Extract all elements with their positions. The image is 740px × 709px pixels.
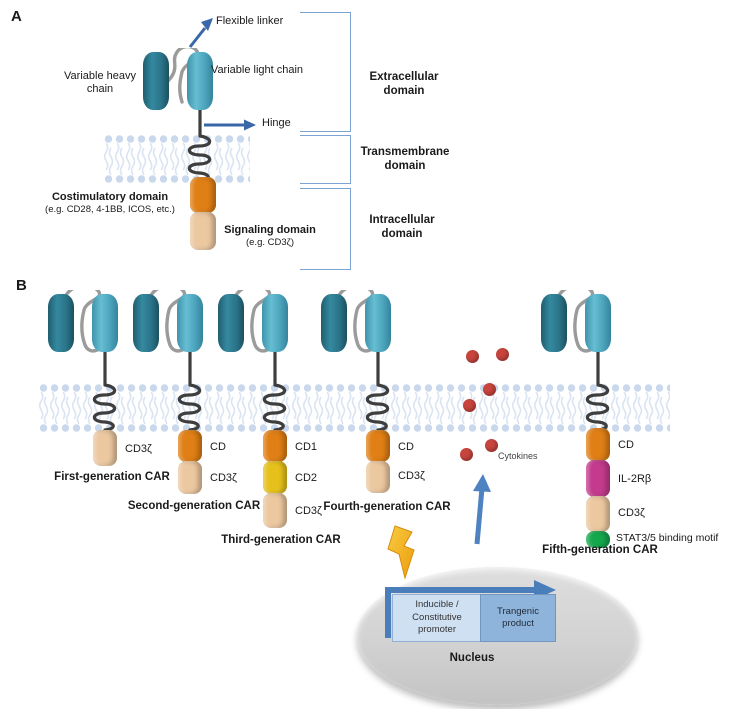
lipid-bilayer-b <box>38 383 670 433</box>
first-generation-car-label: First-generation CAR <box>54 471 170 483</box>
nucleus-label: Nucleus <box>449 652 495 664</box>
cytokine-dot <box>460 448 473 461</box>
signaling-domain-block <box>190 212 216 250</box>
extracellular-domain-label: Extracellular domain <box>369 71 439 98</box>
cytokine-dot <box>483 383 496 396</box>
flexible-linker-arrow <box>188 18 213 48</box>
transgene-box: Trangenic product <box>480 594 556 642</box>
signaling-domain-label: Signaling domain (e.g. CD3ζ) <box>204 224 336 249</box>
transmembrane-domain-label: Transmembrane domain <box>360 146 450 173</box>
transmembrane-coil-car3 <box>262 350 287 432</box>
costimulatory-domain-block <box>190 177 216 213</box>
car-segment-label: IL-2Rβ <box>618 473 652 485</box>
transgene-box-label: Trangenic product <box>497 605 539 629</box>
promoter-box-label: Inducible / Constitutive promoter <box>412 599 462 636</box>
car-domain-segment <box>178 461 202 494</box>
car-segment-label: CD3ζ <box>618 507 645 519</box>
variable-light-cylinder <box>187 52 213 110</box>
car-segment-label: CD3ζ <box>295 505 322 517</box>
car-segment-label: CD1 <box>295 441 318 453</box>
car-segment-label: CD3ζ <box>125 443 152 455</box>
car-domain-segment <box>263 430 287 462</box>
intracellular-bracket <box>300 188 351 270</box>
car-domain-segment <box>366 430 390 462</box>
car-domain-segment <box>586 460 610 497</box>
car-segment-label: CD <box>210 441 226 453</box>
fourth-generation-car-label: Fourth-generation CAR <box>323 501 451 513</box>
transmembrane-coil-car2 <box>177 350 202 432</box>
flexible-linker-label: Flexible linker <box>216 15 284 27</box>
cytokine-dot <box>485 439 498 452</box>
car-domain-segment <box>263 461 287 494</box>
cytokine-dot <box>463 399 476 412</box>
car-domain-segment <box>586 531 610 548</box>
scfv-car3 <box>218 290 288 353</box>
scfv-car4 <box>321 290 391 353</box>
car-segment-label: STAT3/5 binding motif <box>616 532 719 544</box>
second-generation-car-label: Second-generation CAR <box>127 500 261 512</box>
fifth-generation-car-label: Fifth-generation CAR <box>542 544 658 556</box>
panel-b-label: B <box>16 277 27 294</box>
cytokine-dot <box>466 350 479 363</box>
car-domain-segment <box>586 428 610 461</box>
signaling-example: (e.g. CD3ζ) <box>245 237 294 249</box>
transmembrane-bracket <box>300 135 351 184</box>
car-domain-segment <box>178 430 202 462</box>
car-segment-label: CD3ζ <box>398 470 425 482</box>
scfv-car1 <box>48 290 118 353</box>
lightning-bolt-icon <box>387 525 415 580</box>
variable-heavy-chain-label: Variable heavy chain <box>64 70 136 96</box>
car-segment-label: CD <box>618 439 634 451</box>
transmembrane-coil-car1 <box>92 350 117 432</box>
signaling-title: Signaling domain <box>224 224 316 236</box>
cytokine-dot <box>496 348 509 361</box>
lipid-bilayer-a <box>103 134 250 184</box>
variable-light-chain-label: Variable light chain <box>210 64 304 76</box>
intracellular-domain-label: Intracellular domain <box>369 214 435 241</box>
transmembrane-coil-car4 <box>365 350 390 432</box>
car-domain-segment <box>586 496 610 532</box>
car-segment-label: CD3ζ <box>210 472 237 484</box>
transmembrane-coil-car5 <box>585 350 610 432</box>
scfv-a <box>143 48 213 110</box>
extracellular-bracket <box>300 12 351 132</box>
car-segment-label: CD2 <box>295 472 318 484</box>
promoter-box: Inducible / Constitutive promoter <box>392 594 482 642</box>
car-segment-label: CD <box>398 441 414 453</box>
car-domain-segment <box>93 430 117 466</box>
hinge-arrow <box>204 119 256 131</box>
flexible-linker-loop <box>152 48 200 108</box>
car-domain-segment <box>366 461 390 493</box>
costimulatory-domain-label: Costimulatory domain (e.g. CD28, 4-1BB, … <box>30 191 190 216</box>
cytokines-label: Cytokines <box>498 451 538 461</box>
scfv-car5 <box>541 290 611 353</box>
scfv-car2 <box>133 290 203 353</box>
car-domain-segment <box>263 493 287 528</box>
transmembrane-coil-a <box>187 108 212 183</box>
costimulatory-examples: (e.g. CD28, 4-1BB, ICOS, etc.) <box>45 204 175 216</box>
third-generation-car-label: Third-generation CAR <box>221 534 341 546</box>
variable-heavy-cylinder <box>143 52 169 110</box>
cytokine-release-arrow <box>473 474 491 545</box>
panel-a-label: A <box>11 8 22 25</box>
hinge-label: Hinge <box>262 117 291 129</box>
costimulatory-title: Costimulatory domain <box>51 191 169 203</box>
